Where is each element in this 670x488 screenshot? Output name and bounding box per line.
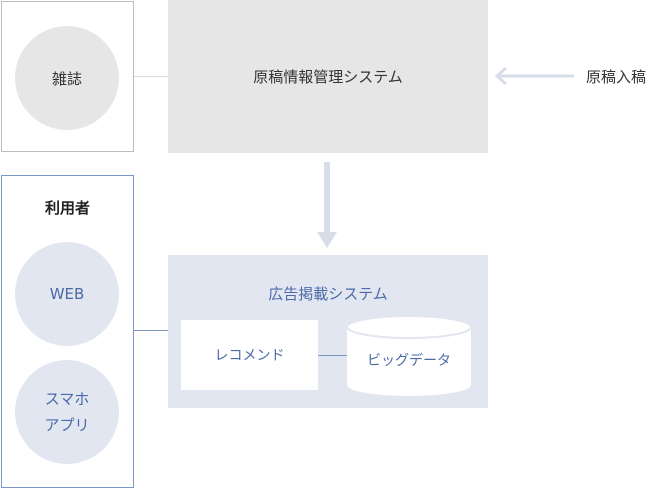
web-label: WEB bbox=[49, 284, 85, 303]
down-arrow bbox=[317, 162, 337, 248]
recommend-bigdata-connector bbox=[318, 355, 350, 356]
users-title: 利用者 bbox=[44, 198, 90, 217]
bigdata-label: ビッグデータ bbox=[367, 353, 451, 369]
ad-system-title: 広告掲載システム bbox=[268, 284, 388, 303]
magazine-node: 雑誌 bbox=[15, 26, 119, 130]
manuscript-system-label: 原稿情報管理システム bbox=[253, 68, 403, 86]
web-node: WEB bbox=[15, 242, 119, 346]
recommend-label: レコメンド bbox=[214, 348, 285, 364]
database-icon bbox=[346, 315, 472, 396]
magazine-label: 雑誌 bbox=[51, 69, 82, 88]
manuscript-input-label: 原稿入稿 bbox=[586, 67, 647, 86]
input-arrow bbox=[494, 66, 574, 86]
smartphone-label-line2: アプリ bbox=[44, 416, 90, 434]
users-connector bbox=[134, 330, 168, 331]
recommend-box: レコメンド bbox=[181, 320, 318, 390]
smartphone-app-node: スマホ アプリ bbox=[15, 360, 119, 464]
magazine-connector bbox=[134, 76, 168, 77]
smartphone-label-line1: スマホ bbox=[44, 389, 90, 408]
manuscript-system-box: 原稿情報管理システム bbox=[168, 0, 488, 153]
